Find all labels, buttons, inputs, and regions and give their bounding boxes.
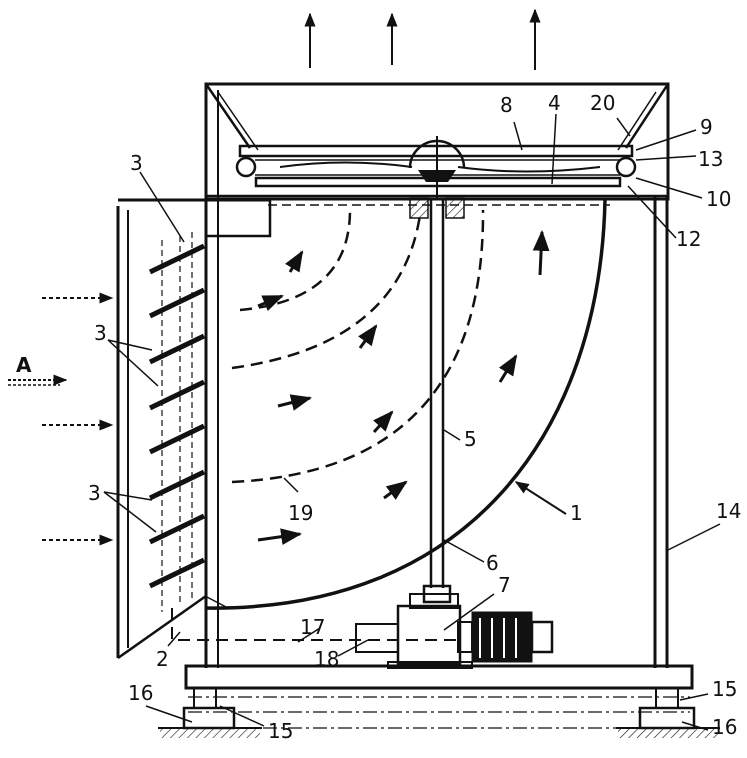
label-6: 6 [486, 551, 499, 575]
label-10: 10 [706, 187, 731, 211]
label-3-middle: 3 [94, 321, 107, 345]
label-16-right: 16 [712, 715, 737, 739]
exhaust-arrows [304, 8, 541, 70]
part-labels: 3 3 3 A 8 4 20 9 13 10 12 14 1 5 6 7 19 … [16, 91, 741, 743]
label-19: 19 [288, 501, 313, 525]
label-12: 12 [676, 227, 701, 251]
flow-arrows [257, 229, 550, 545]
frame [204, 84, 669, 668]
base-platform [184, 664, 694, 729]
label-4: 4 [548, 91, 561, 115]
label-15-left: 15 [268, 719, 293, 743]
label-18: 18 [314, 647, 339, 671]
motor-unit [355, 593, 554, 669]
label-14: 14 [716, 499, 741, 523]
intake-panel [116, 198, 272, 660]
label-3-top: 3 [130, 151, 143, 175]
intake-arrows [8, 292, 114, 546]
label-1: 1 [570, 501, 583, 525]
label-9: 9 [700, 115, 713, 139]
label-17: 17 [300, 615, 325, 639]
label-2: 2 [156, 647, 169, 671]
leader-lines [103, 113, 721, 731]
label-A: A [16, 353, 32, 377]
label-16-left: 16 [128, 681, 153, 705]
label-13: 13 [698, 147, 723, 171]
label-5: 5 [464, 427, 477, 451]
label-7: 7 [498, 573, 511, 597]
label-8: 8 [500, 93, 513, 117]
basin-wall [204, 199, 607, 610]
label-3-bottom: 3 [88, 481, 101, 505]
fan-assembly [235, 136, 637, 219]
label-20: 20 [590, 91, 615, 115]
label-15-right: 15 [712, 677, 737, 701]
